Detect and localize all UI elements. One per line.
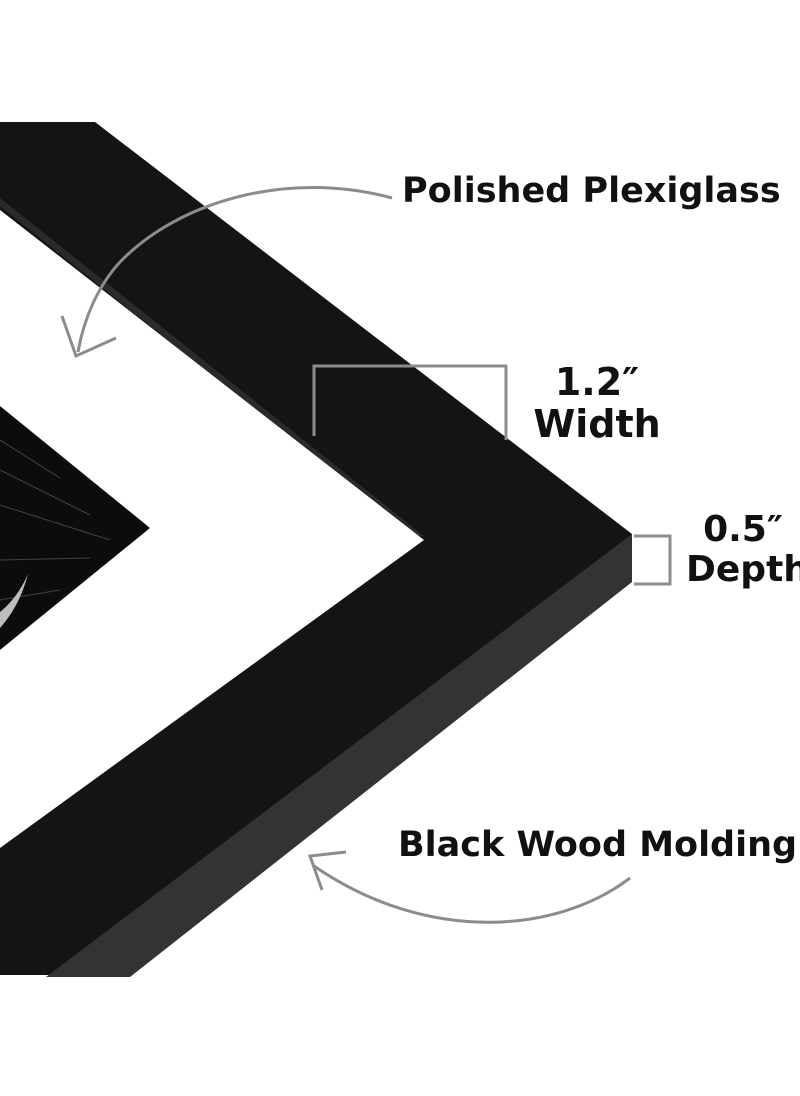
photo-texture	[0, 439, 111, 601]
photo-highlight	[0, 574, 28, 628]
width-word: Width	[533, 401, 661, 446]
photo-print	[0, 406, 150, 650]
molding-arrowhead-icon	[307, 850, 347, 891]
width-label-group: 1.2″ Width	[532, 360, 662, 446]
width-bracket	[312, 364, 508, 440]
molding-label: Black Wood Molding	[398, 825, 798, 865]
plexiglass-label: Polished Plexiglass	[402, 171, 781, 211]
depth-bracket	[634, 534, 672, 586]
plexiglass-edge	[0, 198, 424, 536]
plexiglass-pointer-arrow	[76, 186, 393, 353]
mat-board	[0, 210, 424, 848]
depth-word: Depth	[686, 548, 800, 590]
plexiglass-arrowhead-icon	[60, 315, 117, 359]
depth-value: 0.5″	[703, 509, 783, 550]
molding-pointer-arrow	[313, 864, 631, 924]
width-value: 1.2″	[554, 360, 640, 404]
depth-label-group: 0.5″ Depth	[686, 510, 800, 589]
frame-side	[46, 534, 632, 977]
